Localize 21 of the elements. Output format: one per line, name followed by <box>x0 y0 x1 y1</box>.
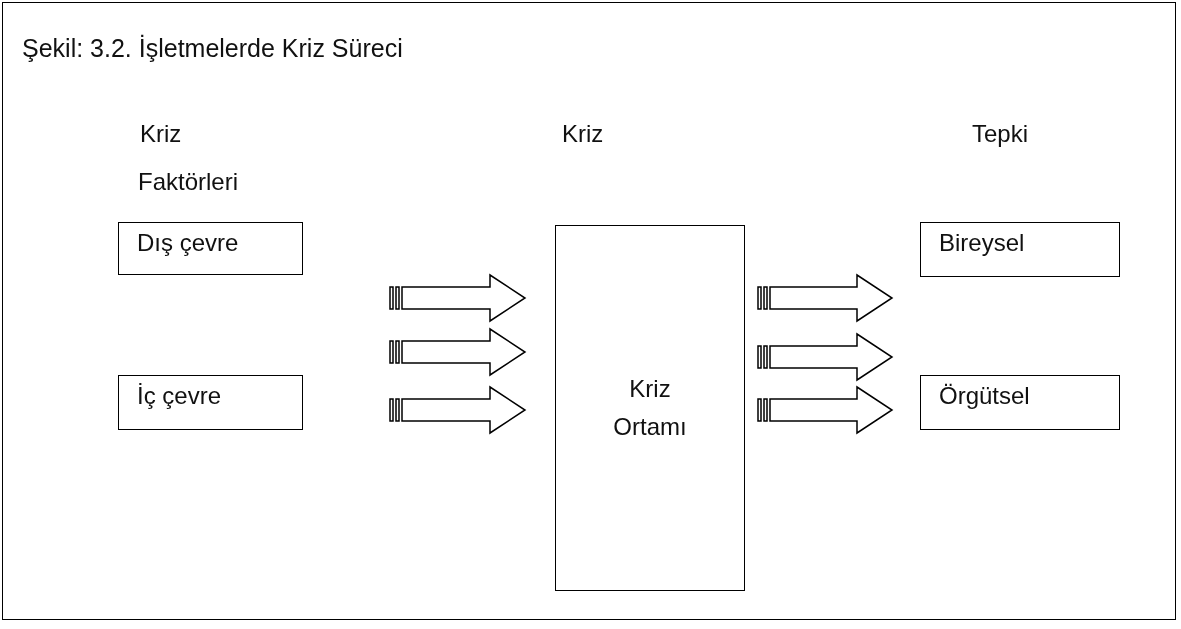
column-heading: Tepki <box>972 120 1029 148</box>
figure-title: Şekil: 3.2. İşletmelerde Kriz Süreci <box>22 34 403 63</box>
column-heading: Kriz <box>562 120 604 148</box>
box-label: Dış çevre <box>137 229 239 257</box>
block-arrow <box>389 327 527 377</box>
process-box <box>118 375 303 430</box>
column-heading: Kriz <box>140 120 182 148</box>
column-heading: Faktörleri <box>138 168 239 196</box>
block-arrow <box>389 273 527 323</box>
box-label: Örgütsel <box>939 382 1030 410</box>
process-box <box>920 375 1120 430</box>
process-box <box>555 225 745 591</box>
process-box <box>920 222 1120 277</box>
block-arrow <box>389 385 527 435</box>
block-arrow <box>757 332 894 382</box>
box-label: Bireysel <box>939 229 1025 257</box>
block-arrow <box>757 385 894 435</box>
block-arrow <box>757 273 894 323</box>
process-box <box>118 222 303 275</box>
box-label: Kriz Ortamı <box>612 373 688 442</box>
box-label: İç çevre <box>137 382 222 410</box>
